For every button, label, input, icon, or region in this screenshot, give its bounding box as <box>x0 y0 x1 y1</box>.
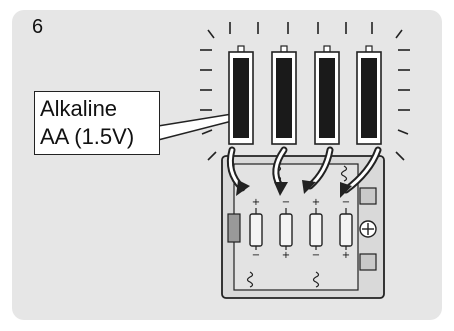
polarity-mark: − <box>282 197 290 208</box>
polarity-mark: − <box>252 250 260 261</box>
battery-type-line-1: Alkaline <box>40 96 118 121</box>
step-number: 6 <box>32 16 44 38</box>
polarity-mark: + <box>252 197 260 208</box>
contact-tab-bottom <box>359 253 377 271</box>
battery-type-callout: Alkaline AA (1.5V) <box>34 91 160 155</box>
label-callout-pointer <box>157 113 233 141</box>
battery-icon <box>228 45 254 145</box>
polarity-mark: + <box>312 197 320 208</box>
battery-icon <box>356 45 382 145</box>
polarity-mark: − <box>312 250 320 261</box>
polarity-mark: − <box>342 197 350 208</box>
battery-compartment <box>221 155 385 299</box>
battery-slots <box>249 213 353 247</box>
batteries <box>228 45 382 145</box>
contact-tab-top <box>359 187 377 205</box>
arrow-heads <box>236 180 352 198</box>
polarity-mark: + <box>342 250 350 261</box>
battery-type-line-2: AA (1.5V) <box>40 124 135 149</box>
polarity-marks: + − − + + − − + <box>252 197 350 261</box>
compartment-latch <box>227 213 241 243</box>
battery-icon <box>271 45 297 145</box>
polarity-mark: + <box>282 250 290 261</box>
battery-icon <box>314 45 340 145</box>
